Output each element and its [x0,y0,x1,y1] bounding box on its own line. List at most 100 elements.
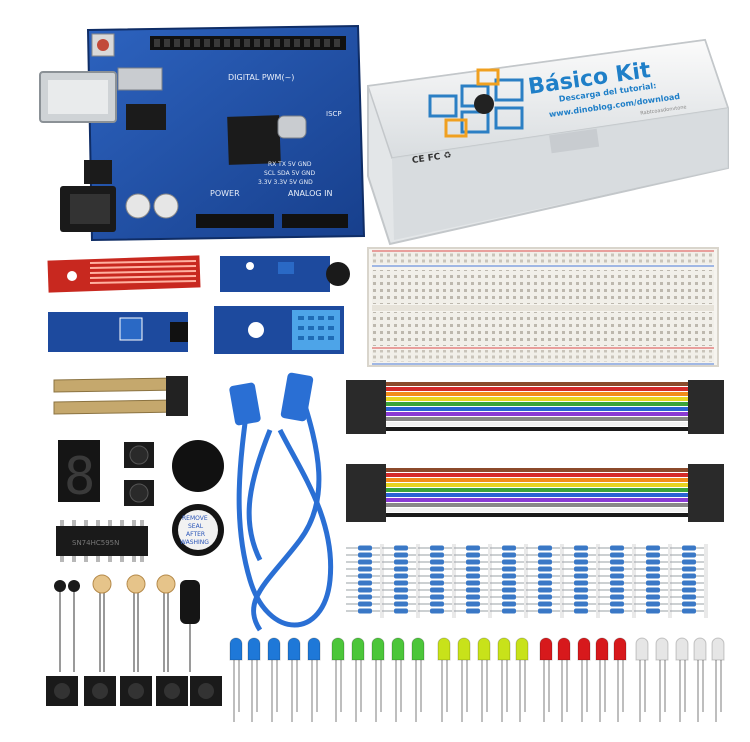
resistor [358,566,372,572]
resistor [502,601,516,607]
storage-box: Básico Kit Descarga del tutorial: www.di… [367,38,729,246]
resistor [682,545,696,551]
resistor [538,573,552,579]
resistor [646,601,660,607]
led [437,637,451,661]
resistor [430,594,444,600]
led [693,637,707,661]
resistor [466,545,480,551]
buzzer-text-3: AFTER [186,531,205,538]
soil-moisture-probe [53,376,188,416]
led [267,637,281,661]
leds [229,637,725,722]
resistor [538,559,552,565]
active-buzzer: REMOVE SEAL AFTER WASHING [172,504,224,556]
ir-sensor-module [48,312,188,352]
led [457,637,471,661]
seven-segment-digit: 8 [64,447,95,507]
resistor [610,559,624,565]
resistor [466,587,480,593]
led [635,637,649,661]
resistor [394,608,408,614]
resistor [358,587,372,593]
resistor [682,580,696,586]
resistor [538,580,552,586]
resistor [358,594,372,600]
led [247,637,261,661]
ic-label: SN74HC595N [72,539,119,547]
resistor [394,587,408,593]
iscp-label: ISCP [326,110,342,118]
resistor [358,573,372,579]
resistor [574,587,588,593]
resistor [574,573,588,579]
sound-sensor-module [220,256,350,292]
resistor [466,573,480,579]
passive-buzzer [172,440,224,492]
led [307,637,321,661]
resistor [682,587,696,593]
led [613,637,627,661]
resistor [610,552,624,558]
resistor [538,594,552,600]
resistor [682,573,696,579]
resistor [646,587,660,593]
resistor [466,566,480,572]
resistor [610,573,624,579]
led [557,637,571,661]
photoresistor [126,574,146,594]
led [477,637,491,661]
power-label: POWER [210,189,240,198]
usb-cable [236,389,334,632]
resistor [574,566,588,572]
resistor [538,608,552,614]
buzzer-text-1: REMOVE [182,515,208,522]
resistor [430,573,444,579]
resistor [646,608,660,614]
resistor [682,559,696,565]
resistor [502,559,516,565]
led [331,637,345,661]
led [287,637,301,661]
usb-a-plug [280,372,314,422]
resistor [394,594,408,600]
led [229,637,243,661]
resistor [610,566,624,572]
pins-text: RX TX 5V GND [268,161,312,168]
resistor [358,559,372,565]
dht11-sensor-module [214,306,344,354]
resistor [682,608,696,614]
led [655,637,669,661]
resistor [502,587,516,593]
pins-text-2: SCL SDA 5V GND [264,170,316,177]
photoresistor [156,574,176,594]
resistor [394,566,408,572]
capacitor [153,193,179,219]
resistor [466,580,480,586]
resistor [394,580,408,586]
resistor [502,545,516,551]
usb-b-plug [229,382,261,426]
pins-text-3: 3.3V 3.3V 5V GND [258,179,313,186]
resistor [682,594,696,600]
analog-label: ANALOG IN [288,189,333,198]
digital-label: DIGITAL PWM(~) [228,73,294,82]
water-level-sensor [47,255,201,293]
resistor [646,594,660,600]
resistor [394,552,408,558]
resistor [574,580,588,586]
resistor [538,552,552,558]
resistor [358,601,372,607]
resistor [610,601,624,607]
resistor [358,552,372,558]
resistor [574,608,588,614]
resistor [646,580,660,586]
resistor [466,552,480,558]
led [711,637,725,661]
resistor [538,545,552,551]
resistor [394,601,408,607]
resistor [430,580,444,586]
led [595,637,609,661]
breadboard [367,247,719,367]
